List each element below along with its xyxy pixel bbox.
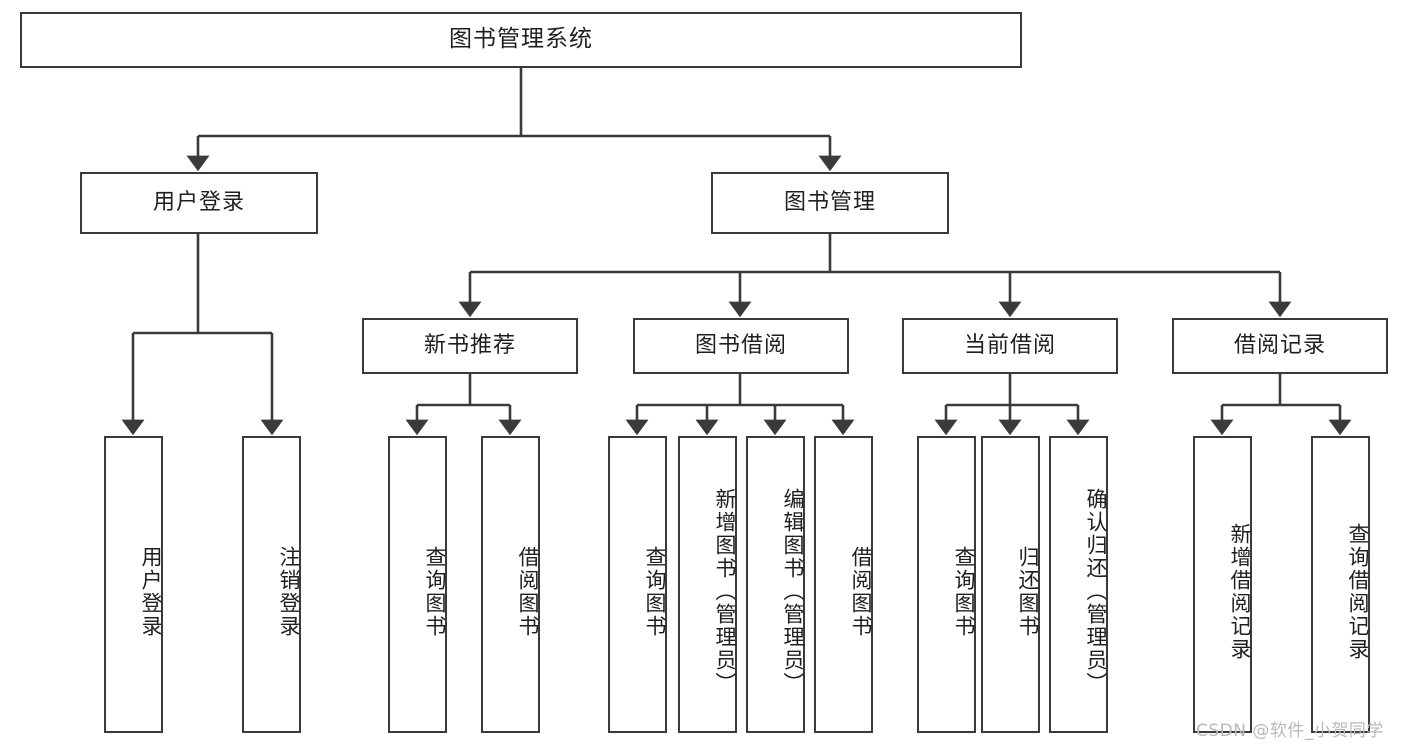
node-label: 图书借阅 <box>694 332 787 358</box>
node-label: 查询图书 <box>952 545 976 638</box>
node-user-login[interactable]: 用户登录 <box>80 172 318 234</box>
leaf-borrow-edit-book[interactable]: 编辑图书（管理员） <box>746 436 805 733</box>
node-current-borrow[interactable]: 当前借阅 <box>902 318 1118 374</box>
node-label: 借阅图书 <box>516 545 540 638</box>
leaf-current-return-book[interactable]: 归还图书 <box>981 436 1040 733</box>
leaf-recommend-query-book[interactable]: 查询图书 <box>388 436 447 733</box>
leaf-borrow-add-book[interactable]: 新增图书（管理员） <box>678 436 737 733</box>
node-label: 新书推荐 <box>423 332 516 358</box>
node-label: 新增借阅记录 <box>1228 522 1252 661</box>
leaf-borrow-query-book[interactable]: 查询图书 <box>608 436 667 733</box>
node-label: 借阅记录 <box>1233 332 1326 358</box>
node-borrow-record[interactable]: 借阅记录 <box>1172 318 1388 374</box>
node-new-book-recommend[interactable]: 新书推荐 <box>362 318 578 374</box>
node-label: 当前借阅 <box>963 332 1056 358</box>
node-label: 查询图书 <box>423 545 447 638</box>
node-label: 新增图书（管理员） <box>713 488 737 695</box>
node-label: 查询图书 <box>643 545 667 638</box>
csdn-watermark: CSDN @软件_小贺同学 <box>1196 721 1384 741</box>
leaf-user-login-logout[interactable]: 注销登录 <box>242 436 301 733</box>
leaf-user-login-login[interactable]: 用户登录 <box>104 436 163 733</box>
node-label: 归还图书 <box>1016 545 1040 638</box>
leaf-borrow-borrow-book[interactable]: 借阅图书 <box>814 436 873 733</box>
node-label: 借阅图书 <box>849 545 873 638</box>
node-label: 图书管理 <box>783 189 876 215</box>
node-book-borrow[interactable]: 图书借阅 <box>633 318 849 374</box>
leaf-current-query-book[interactable]: 查询图书 <box>917 436 976 733</box>
node-label: 图书管理系统 <box>449 26 593 53</box>
node-label: 用户登录 <box>139 545 163 638</box>
leaf-current-confirm-return[interactable]: 确认归还（管理员） <box>1049 436 1108 733</box>
leaf-record-query-record[interactable]: 查询借阅记录 <box>1311 436 1370 733</box>
node-label: 编辑图书（管理员） <box>781 488 805 695</box>
leaf-record-add-record[interactable]: 新增借阅记录 <box>1193 436 1252 733</box>
node-label: 查询借阅记录 <box>1346 522 1370 661</box>
node-book-management[interactable]: 图书管理 <box>711 172 949 234</box>
node-root-system[interactable]: 图书管理系统 <box>20 12 1022 68</box>
node-label: 用户登录 <box>152 189 245 215</box>
leaf-recommend-borrow-book[interactable]: 借阅图书 <box>481 436 540 733</box>
node-label: 确认归还（管理员） <box>1084 488 1108 695</box>
node-label: 注销登录 <box>277 545 301 638</box>
